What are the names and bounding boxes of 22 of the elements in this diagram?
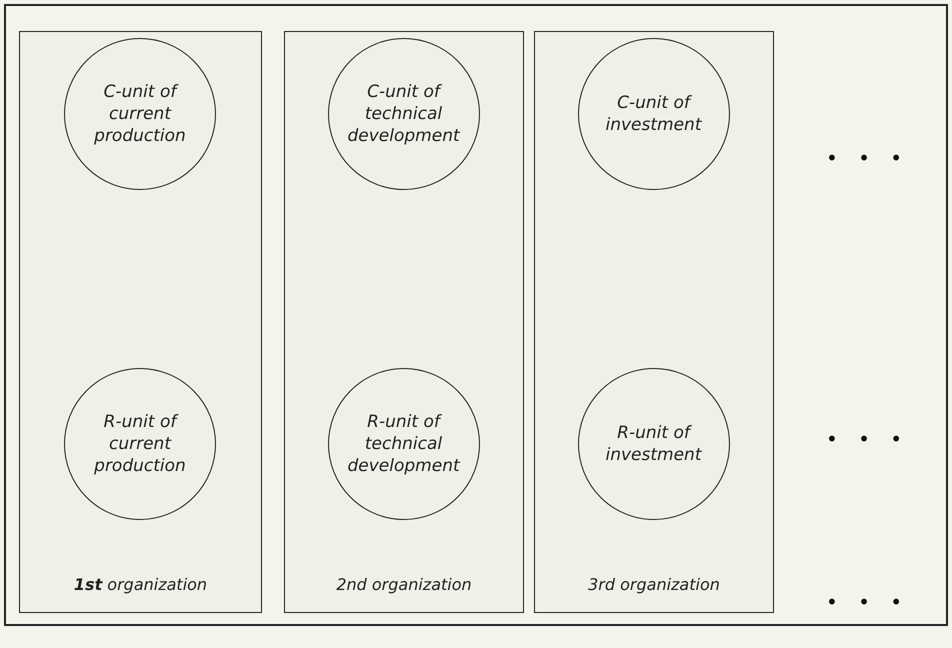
ellipsis-dots: • • • (826, 590, 902, 614)
unit-circle (328, 38, 480, 190)
unit-circle (64, 38, 216, 190)
column-label: 2nd organization (335, 575, 473, 594)
unit-circle (578, 38, 730, 190)
column-label: 1st organization (72, 575, 208, 594)
organization-column (284, 31, 524, 613)
organization-column (19, 31, 262, 613)
unit-circle (578, 368, 730, 520)
unit-label: C-unit of current production (93, 80, 187, 148)
ellipsis-dots: • • • (826, 146, 902, 170)
outer-frame (4, 4, 948, 626)
unit-circle (328, 368, 480, 520)
column-label: 3rd organization (587, 575, 721, 594)
unit-label: R-unit of investment (604, 422, 703, 466)
ellipsis-dots: • • • (826, 427, 902, 451)
unit-label: R-unit of current production (93, 410, 187, 478)
organization-column (534, 31, 774, 613)
unit-label: C-unit of technical development (348, 80, 460, 148)
unit-circle (64, 368, 216, 520)
unit-label: R-unit of technical development (348, 410, 460, 478)
unit-label: C-unit of investment (604, 92, 703, 136)
